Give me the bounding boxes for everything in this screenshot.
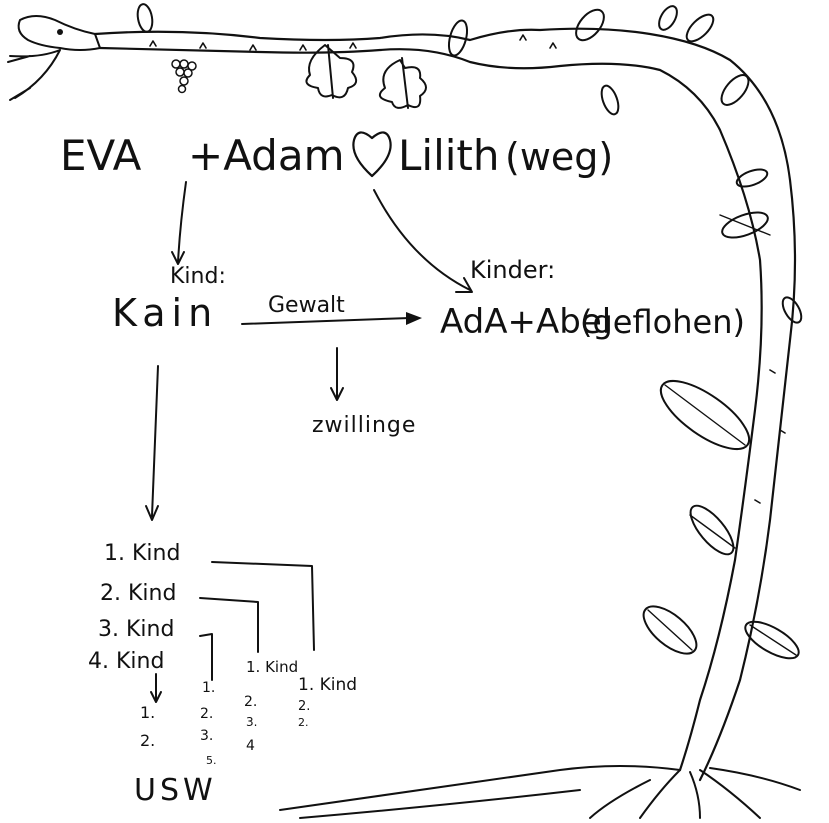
leaf-icon (781, 296, 803, 324)
leaf-icon (720, 74, 750, 106)
oak-leaf-icon (378, 57, 427, 109)
adam-label: +Adam (188, 131, 345, 180)
gewalt-label: Gewalt (268, 293, 345, 318)
branch-lower-edge (98, 46, 763, 772)
leaf-icon (659, 379, 751, 451)
arrow-to-twins (330, 347, 344, 401)
tree-roots (279, 765, 801, 819)
arrow-to-ada (373, 189, 473, 293)
list-item: 1. (202, 680, 215, 696)
geflohen-label: (geflohen) (580, 303, 745, 341)
sub-list-child-1: 2. 2. (298, 699, 310, 729)
ada-caption: Kinder: (470, 256, 555, 284)
leaf-icon (642, 605, 698, 655)
leaf-icon (689, 504, 735, 556)
leaf-icon (600, 84, 620, 116)
usw-label: USW (134, 773, 217, 808)
child-2-label: 2. Kind (100, 581, 176, 606)
snake-tongue (7, 49, 61, 101)
arrow-to-children (145, 365, 159, 521)
leaf-icon (744, 620, 800, 660)
tree-illustration (7, 3, 803, 819)
grandchild-a-label: 1. Kind (246, 658, 298, 676)
leaf-veins (647, 214, 797, 656)
list-item: 3. (200, 728, 213, 744)
list-item: 3. (246, 715, 257, 729)
leaf-icon (685, 13, 715, 43)
kain-label: Kain (112, 291, 218, 335)
leaf-icon (575, 8, 605, 42)
child-3-label: 3. Kind (98, 617, 174, 642)
gewalt-arrow (241, 317, 411, 325)
connector-child-4 (150, 673, 162, 703)
twins-label: zwillinge (312, 413, 416, 438)
list-item: 4 (246, 738, 255, 754)
arrow-to-kain (171, 181, 187, 265)
snake-head (17, 15, 101, 51)
heart-icon (352, 131, 392, 178)
eva-label: EVA (60, 131, 142, 180)
snake-scales (149, 34, 786, 504)
gewalt-arrowhead-icon (406, 312, 422, 325)
connector-child-3 (199, 633, 213, 681)
leaf-icon (136, 3, 154, 33)
list-item: 2. (200, 706, 213, 722)
list-item: 2. (298, 699, 310, 714)
branch-upper-edge (93, 27, 797, 782)
list-item: 5. (206, 754, 217, 767)
grapes-icon (171, 59, 197, 94)
oak-leaf-icon (305, 44, 358, 99)
list-item: 2. (140, 731, 155, 750)
kain-caption: Kind: (170, 264, 226, 289)
lilith-label: Lilith (398, 131, 500, 180)
sub-list-child-3: 1. 2. 3. 5. (200, 680, 217, 767)
connector-child-2 (199, 597, 259, 653)
child-4-label: 4. Kind (88, 649, 164, 674)
snake-eye-icon (57, 29, 63, 35)
ada-abel-label: AdA+Abel (440, 302, 611, 342)
child-1-label: 1. Kind (104, 541, 180, 566)
sub-list-child-4: 1. 2. (140, 703, 155, 750)
sub-list-child-2: 2. 3. 4 (244, 694, 257, 754)
weg-label: (weg) (505, 135, 613, 179)
leaf-icon (447, 19, 469, 57)
leaf-icon (658, 5, 678, 31)
leaves (136, 3, 803, 660)
list-item: 1. (140, 703, 155, 722)
list-item: 2. (244, 694, 257, 710)
connector-child-1 (211, 561, 315, 651)
grandchild-b-label: 1. Kind (298, 675, 357, 695)
leaf-icon (735, 168, 769, 188)
leaf-icon (721, 211, 769, 239)
list-item: 2. (298, 716, 309, 729)
